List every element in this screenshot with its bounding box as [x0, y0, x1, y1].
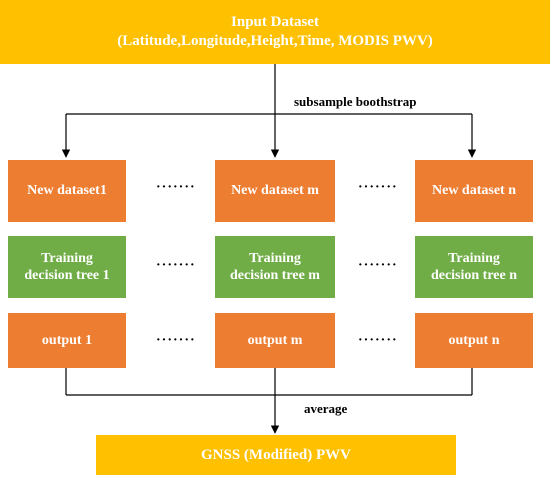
output-1-label: output 1 — [41, 332, 93, 348]
output-m-box: output m — [215, 313, 335, 368]
ellipsis-dataset-right: ······· — [358, 180, 398, 195]
new-dataset-n-label: New dataset n — [432, 183, 516, 199]
new-dataset-n-box: New dataset n — [415, 160, 533, 222]
output-m-label: output m — [247, 332, 303, 348]
input-dataset-box: Input Dataset (Latitude,Longitude,Height… — [0, 0, 550, 64]
training-tree-m-line1: Training — [249, 250, 301, 266]
input-dataset-fields: (Latitude,Longitude,Height,Time, MODIS P… — [117, 33, 433, 49]
ellipsis-dataset-left: ······· — [156, 180, 196, 195]
training-tree-m-line2: decision tree m — [230, 268, 320, 283]
training-tree-n-line2: decision tree n — [430, 268, 518, 283]
result-box: GNSS (Modified) PWV — [96, 435, 456, 475]
output-1-box: output 1 — [8, 313, 126, 368]
output-n-label: output n — [448, 332, 500, 348]
result-title: GNSS (Modified) PWV — [201, 446, 351, 463]
training-tree-m-box: Training decision tree m — [215, 236, 335, 298]
new-dataset-m-box: New dataset m — [215, 160, 335, 222]
output-n-box: output n — [415, 313, 533, 368]
input-dataset-title: Input Dataset — [231, 14, 319, 31]
training-tree-1-line1: Training — [41, 250, 93, 266]
ellipsis-output-left: ······· — [156, 333, 196, 348]
new-dataset-m-label: New dataset m — [231, 183, 319, 199]
training-tree-1-line2: decision tree 1 — [24, 268, 110, 283]
ellipsis-tree-right: ······· — [358, 258, 398, 273]
training-tree-1-box: Training decision tree 1 — [8, 236, 126, 298]
subsample-label: subsample boothstrap — [294, 94, 417, 109]
new-dataset-1-box: New dataset1 — [8, 160, 126, 222]
training-tree-n-line1: Training — [448, 250, 500, 266]
new-dataset-1-label: New dataset1 — [27, 183, 107, 199]
average-label: average — [304, 401, 348, 416]
ellipsis-output-right: ······· — [358, 333, 398, 348]
ellipsis-tree-left: ······· — [156, 258, 196, 273]
training-tree-n-box: Training decision tree n — [415, 236, 533, 298]
